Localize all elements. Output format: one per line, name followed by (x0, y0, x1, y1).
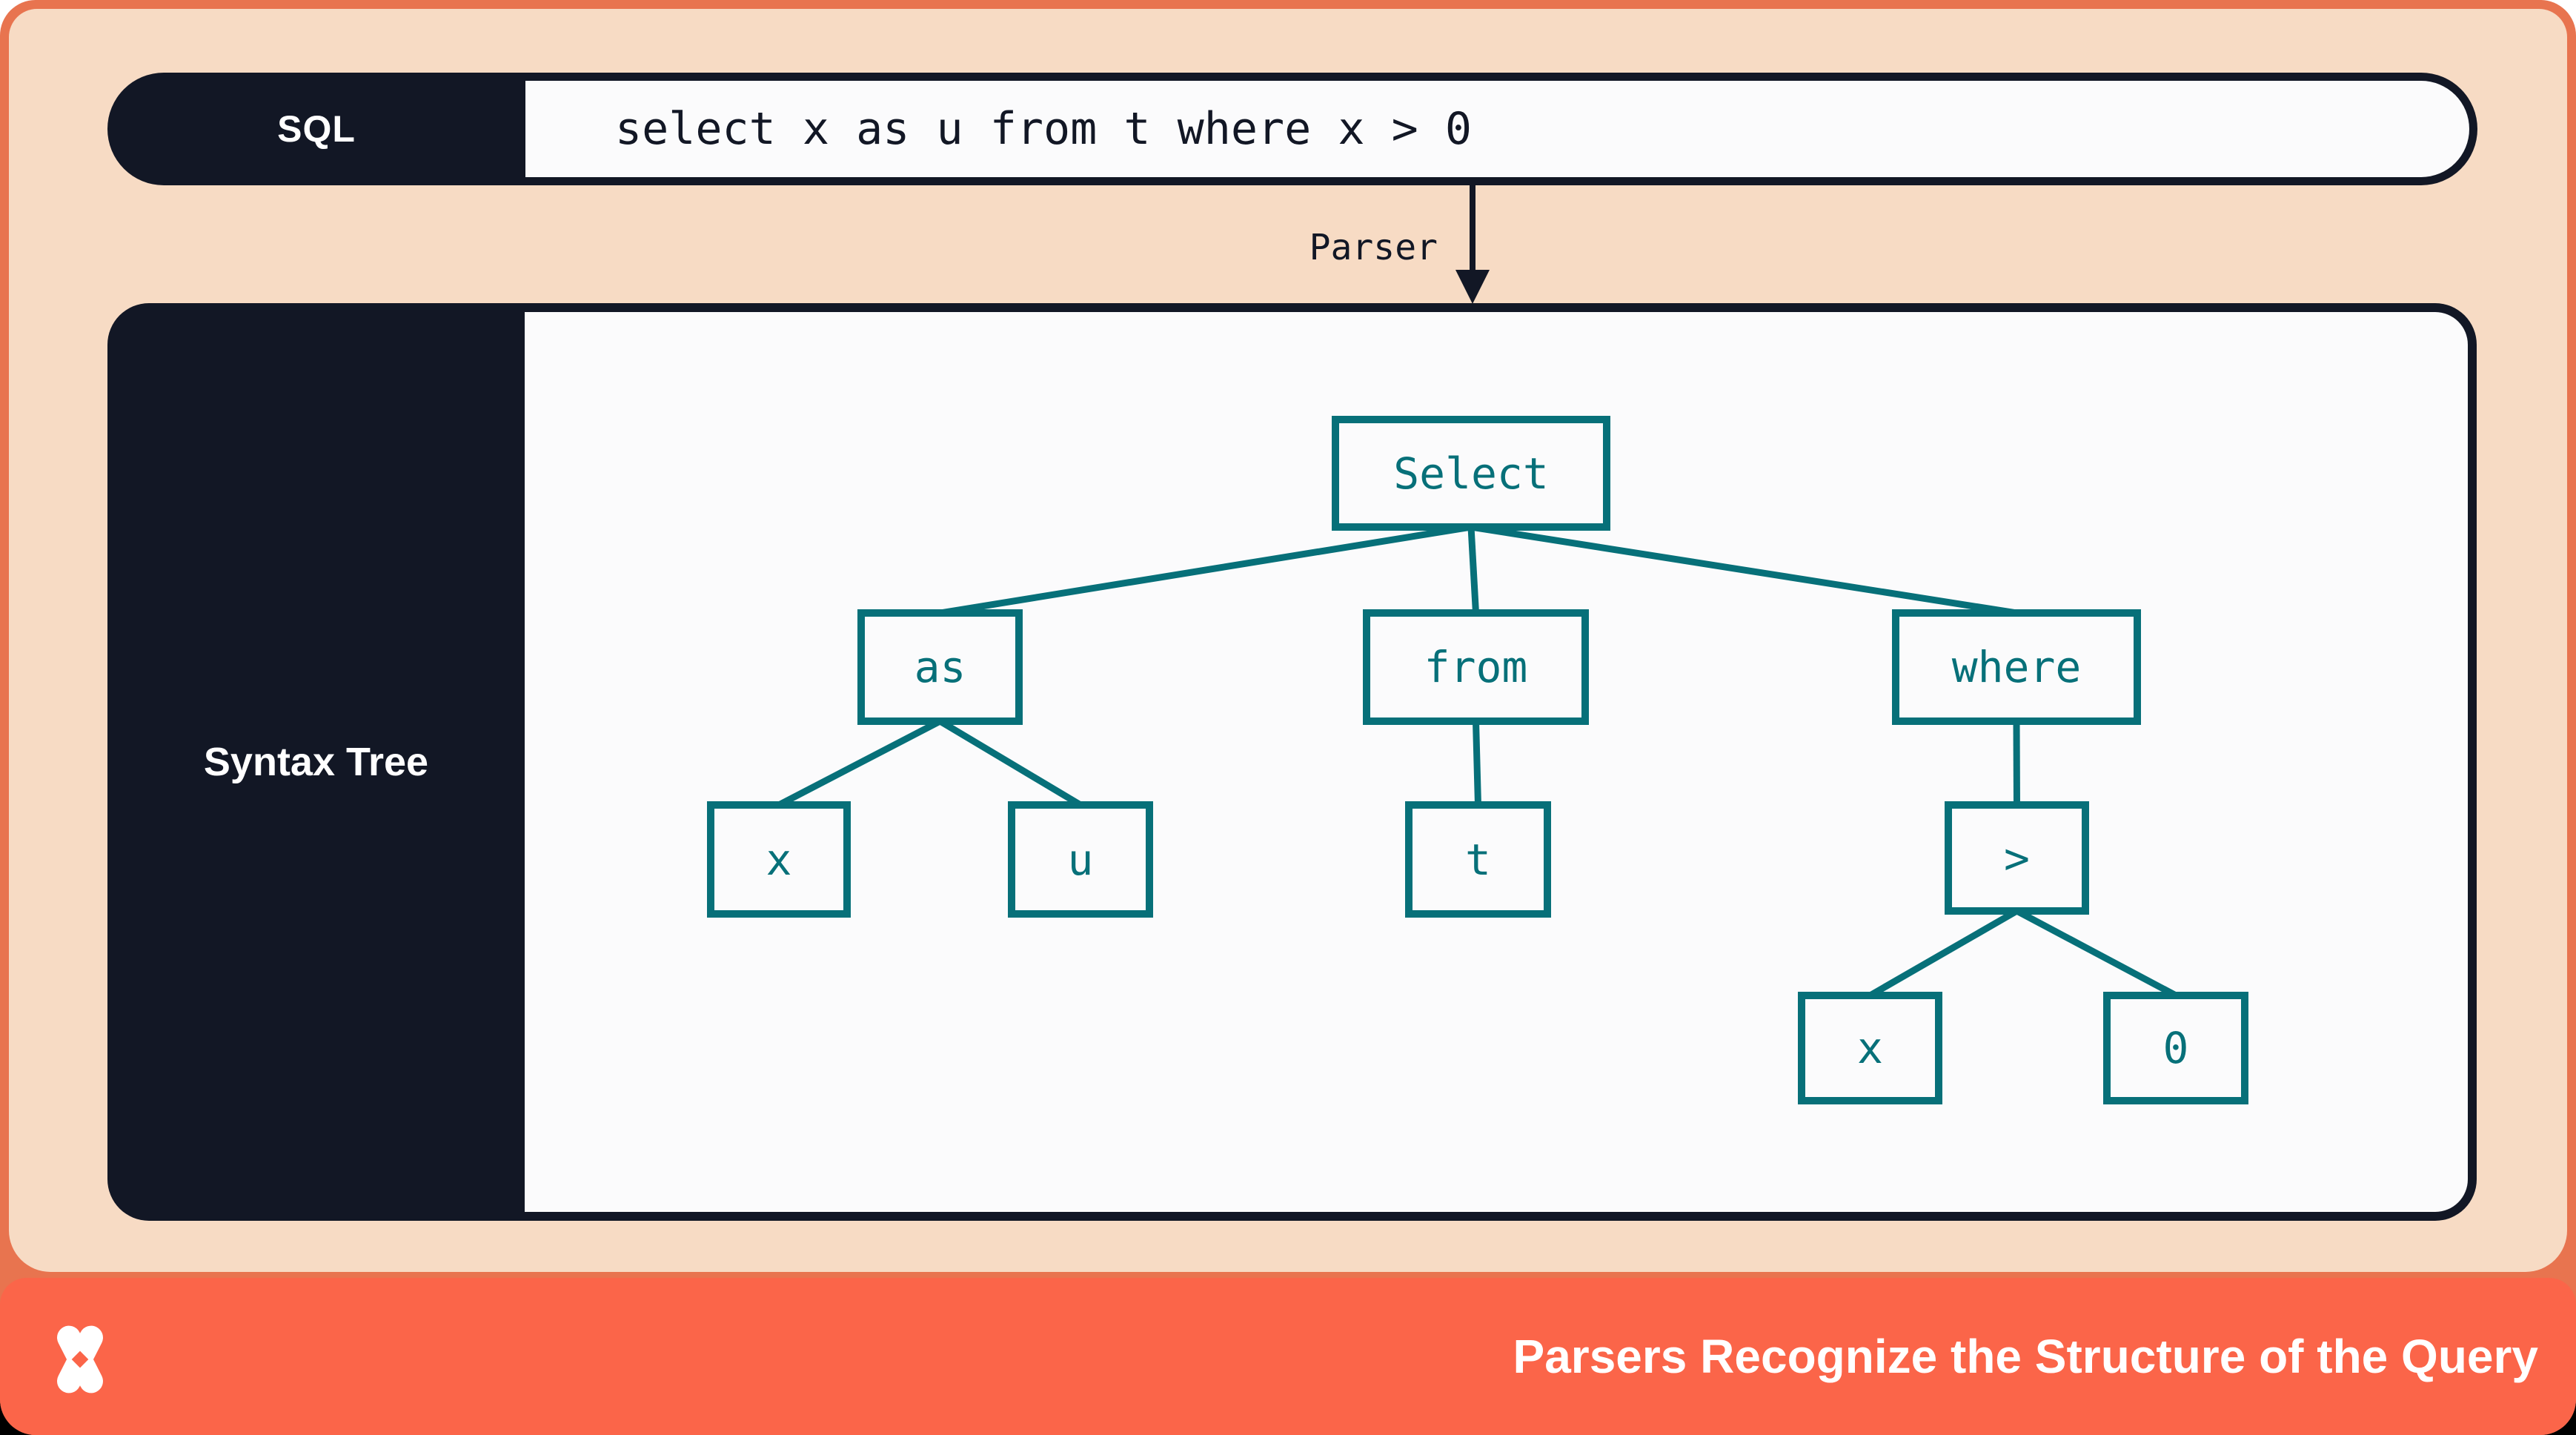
tree-node-as: as (857, 609, 1023, 725)
tree-node-where: where (1892, 609, 2141, 725)
tree-node-t: t (1405, 801, 1551, 918)
tree-node-x: x (1798, 992, 1942, 1104)
footer-title: Parsers Recognize the Structure of the Q… (1513, 1330, 2539, 1383)
sql-bar-label: SQL (277, 108, 356, 150)
tree-node-select: Select (1332, 416, 1610, 531)
dolt-x-logo-icon (57, 1325, 103, 1393)
tree-node-u: u (1008, 801, 1153, 918)
tree-node-greater-than: > (1945, 801, 2089, 915)
down-arrow-icon (1470, 185, 1475, 273)
sql-input-bar: SQL select x as u from t where x > 0 (107, 73, 2477, 185)
syntax-tree-label: Syntax Tree (203, 740, 429, 784)
down-arrow-head-icon (1455, 270, 1490, 304)
tree-node-zero: 0 (2103, 992, 2248, 1104)
sql-query-text: select x as u from t where x > 0 (525, 81, 2469, 177)
footer-bar: Parsers Recognize the Structure of the Q… (0, 1278, 2576, 1435)
tree-node-x: x (707, 801, 851, 918)
parser-step-label: Parser (1309, 227, 1438, 268)
tree-node-from: from (1363, 609, 1589, 725)
